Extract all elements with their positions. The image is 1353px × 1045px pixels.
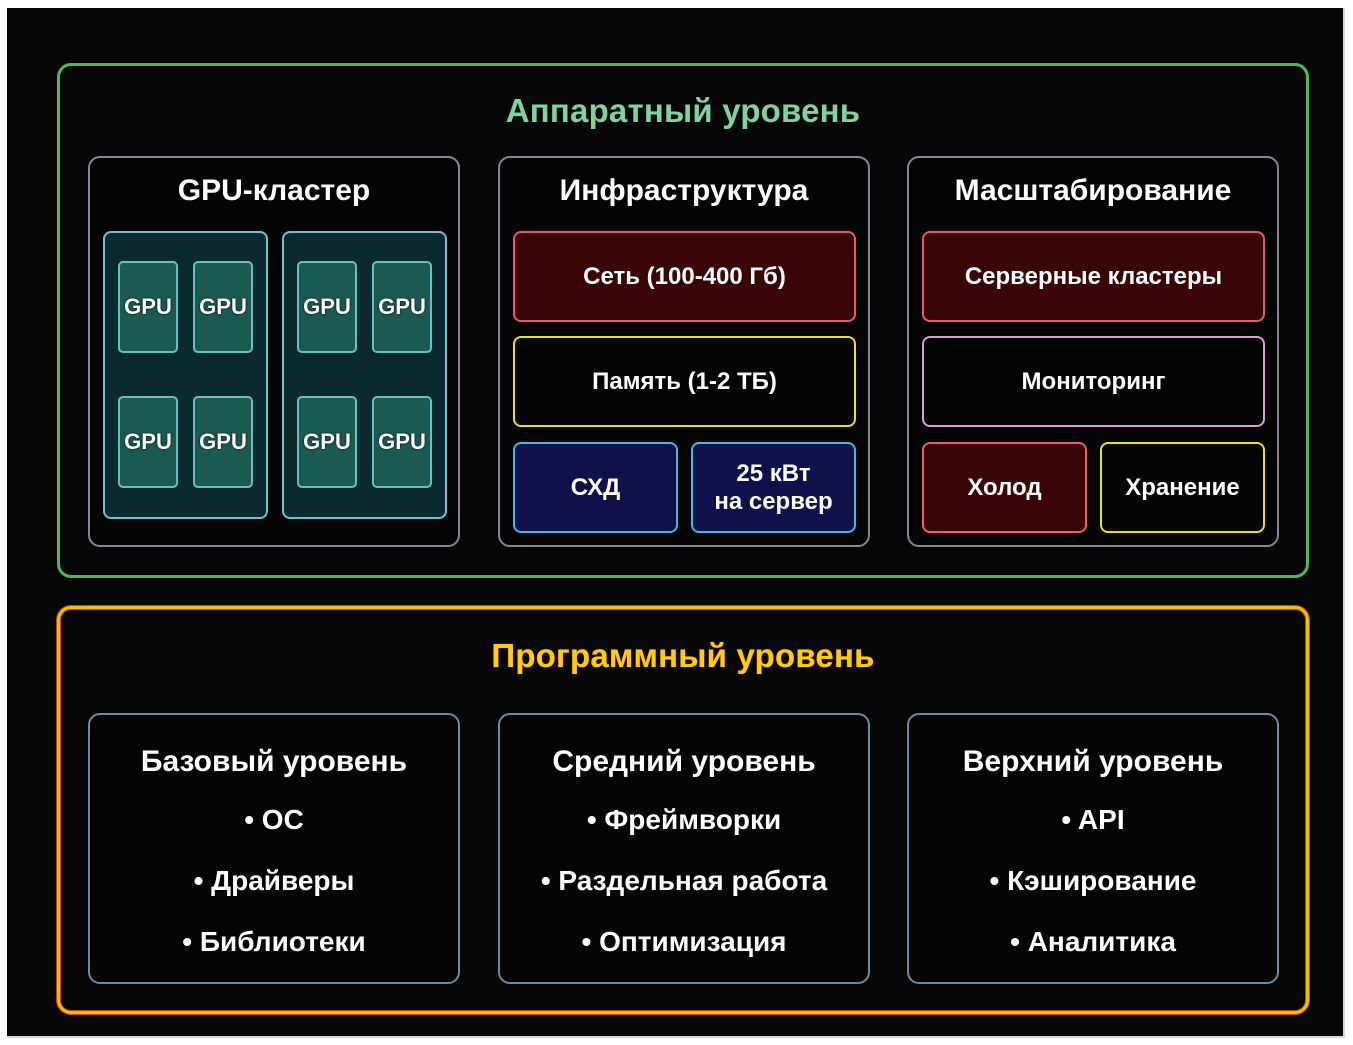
power-value: 25 кВт [736,459,811,487]
list-item: API [909,803,1277,864]
infrastructure-card: Инфраструктура Сеть (100-400 Гб) Память … [498,156,870,547]
gpu-unit: GPU [297,261,357,353]
scaling-card: Масштабирование Серверные кластеры Монит… [907,156,1279,547]
base-level-title: Базовый уровень [140,745,408,778]
list-item: Драйверы [90,864,458,925]
gpu-cluster-card: GPU-кластер GPU GPU GPU GPU GPU GPU GPU … [88,156,460,547]
list-item: Оптимизация [500,925,868,986]
list-item: Фреймворки [500,803,868,864]
gpu-cluster-title: GPU-кластер [177,174,371,207]
middle-level-title: Средний уровень [552,745,816,778]
gpu-rack-2: GPU GPU GPU GPU [282,231,447,519]
list-item: Раздельная работа [500,864,868,925]
cooling-box: Холод [922,442,1087,533]
upper-level-card: Верхний уровень API Кэширование Аналитик… [907,713,1279,984]
software-layer-title: Программный уровень [491,637,875,674]
list-item: Библиотеки [90,925,458,986]
list-item: Кэширование [909,864,1277,925]
middle-level-card: Средний уровень Фреймворки Раздельная ра… [498,713,870,984]
memory-box: Память (1-2 ТБ) [513,336,856,427]
hardware-layer: Аппаратный уровень GPU-кластер GPU GPU G… [57,63,1309,578]
gpu-unit: GPU [193,396,253,488]
monitoring-box: Мониторинг [922,336,1265,427]
storage-box: Хранение [1100,442,1265,533]
base-level-card: Базовый уровень ОС Драйверы Библиотеки [88,713,460,984]
base-level-list: ОС Драйверы Библиотеки [90,803,458,986]
hardware-layer-title: Аппаратный уровень [505,92,861,129]
software-layer: Программный уровень Базовый уровень ОС Д… [57,606,1309,1014]
server-clusters-box: Серверные кластеры [922,231,1265,322]
gpu-rack-1: GPU GPU GPU GPU [103,231,268,519]
scaling-title: Масштабирование [954,174,1232,207]
gpu-unit: GPU [118,261,178,353]
gpu-unit: GPU [193,261,253,353]
list-item: Аналитика [909,925,1277,986]
gpu-unit: GPU [372,261,432,353]
upper-level-title: Верхний уровень [962,745,1224,778]
gpu-unit: GPU [297,396,357,488]
network-box: Сеть (100-400 Гб) [513,231,856,322]
gpu-unit: GPU [372,396,432,488]
infrastructure-title: Инфраструктура [559,174,809,207]
gpu-unit: GPU [118,396,178,488]
power-unit: на сервер [714,487,833,515]
storage-system-box: СХД [513,442,678,533]
diagram-canvas: Аппаратный уровень GPU-кластер GPU GPU G… [7,8,1345,1038]
upper-level-list: API Кэширование Аналитика [909,803,1277,986]
middle-level-list: Фреймворки Раздельная работа Оптимизация [500,803,868,986]
power-box: 25 кВт на сервер [691,442,856,533]
list-item: ОС [90,803,458,864]
